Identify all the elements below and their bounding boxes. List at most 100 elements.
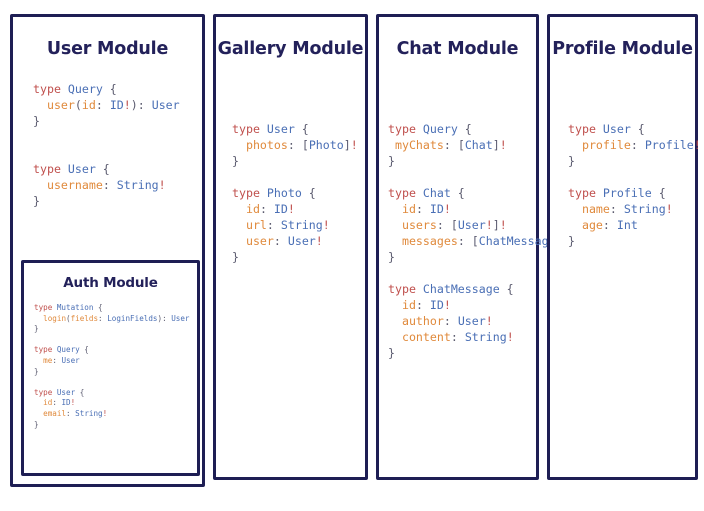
code-token-punc: : xyxy=(287,138,302,152)
code-token-punc: : xyxy=(259,202,274,216)
code-token-punc xyxy=(232,234,246,248)
code-token-bang: ! xyxy=(485,314,493,328)
code-token-punc xyxy=(388,218,402,232)
module-card-gallery[interactable]: Gallery Module type User { photos: [Phot… xyxy=(213,14,368,480)
code-token-punc: : xyxy=(137,98,152,112)
module-card-chat[interactable]: Chat Module type Query { myChats: [Chat]… xyxy=(376,14,570,480)
code-token-punc xyxy=(388,202,402,216)
code-token-field: id xyxy=(245,202,260,216)
code-token-bang: ! xyxy=(315,234,323,248)
code-token-punc xyxy=(232,218,246,232)
code-token-field: fields xyxy=(70,313,99,323)
code-token-type: Int xyxy=(616,218,638,232)
code-token-kw: type xyxy=(33,162,68,176)
code-token-bang: ! xyxy=(322,218,330,232)
code-token-type: Profile xyxy=(644,138,694,152)
code-token-punc xyxy=(34,398,43,407)
code-token-punc: : xyxy=(443,138,458,152)
code-token-punc: [ xyxy=(450,218,458,232)
code-token-punc xyxy=(568,218,582,232)
code-token-punc: : xyxy=(630,138,645,152)
code-token-kw: type xyxy=(388,282,423,296)
code-token-field: url xyxy=(245,218,267,232)
code-token-bang: ! xyxy=(158,178,166,192)
code-token-kw: type xyxy=(232,122,267,136)
code-token-punc: } xyxy=(568,234,575,248)
code-token-punc: } xyxy=(33,194,40,208)
code-token-punc: [ xyxy=(301,138,309,152)
code-token-punc: } xyxy=(33,114,40,128)
code-token-field: user xyxy=(245,234,274,248)
code-token-punc xyxy=(34,356,43,365)
code-token-punc: : xyxy=(102,178,117,192)
code-token-type: Photo xyxy=(266,186,302,200)
module-card-auth[interactable]: Auth Module type Mutation { login(fields… xyxy=(21,260,200,476)
code-token-field: content xyxy=(401,330,451,344)
code-token-type: ID xyxy=(61,398,71,408)
code-token-punc: : xyxy=(52,398,62,408)
code-token-punc: : xyxy=(450,330,465,344)
code-token-punc xyxy=(33,178,47,192)
code-token-punc: : xyxy=(273,234,288,248)
module-title-user: User Module xyxy=(46,39,169,59)
module-card-profile[interactable]: Profile Module type User { profile: Prof… xyxy=(547,14,701,480)
code-token-type: String xyxy=(623,202,666,216)
code-token-field: email xyxy=(43,408,67,418)
code-token-field: messages xyxy=(401,234,458,248)
code-token-type: LoginFields xyxy=(107,313,158,323)
code-token-type: ID xyxy=(429,298,444,312)
code-token-type: User xyxy=(56,387,76,397)
code-token-type: User xyxy=(67,162,96,176)
code-token-punc xyxy=(388,138,395,152)
code-token-punc: : xyxy=(415,298,430,312)
code-token-punc: { xyxy=(457,122,472,136)
code-token-punc: } xyxy=(34,366,39,376)
code-token-field: name xyxy=(581,202,610,216)
code-token-type: ChatMessage xyxy=(422,282,500,296)
code-token-punc: { xyxy=(79,345,89,355)
code-token-bang: ! xyxy=(665,202,673,216)
code-token-punc: : xyxy=(415,202,430,216)
code-token-punc: ( xyxy=(66,313,71,323)
code-token-punc: } xyxy=(232,250,239,264)
code-token-type: ID xyxy=(429,202,444,216)
code-token-bang: ! xyxy=(70,398,76,408)
schema-code-chat: type Query { myChats: [Chat]! } type Cha… xyxy=(388,121,570,361)
code-token-field: me xyxy=(43,355,53,365)
code-token-punc: ) xyxy=(130,98,138,112)
code-token-punc: ] xyxy=(343,138,351,152)
code-token-field: author xyxy=(401,314,444,328)
code-token-punc xyxy=(388,234,402,248)
code-token-kw: type xyxy=(568,122,603,136)
code-token-punc: { xyxy=(75,387,85,397)
code-token-punc xyxy=(33,98,47,112)
code-token-punc: { xyxy=(450,186,465,200)
module-card-user[interactable]: User Module type Query { user(id: ID!): … xyxy=(10,14,205,487)
code-token-type: String xyxy=(464,330,507,344)
code-token-type: Chat xyxy=(464,138,493,152)
code-token-bang: ! xyxy=(350,138,358,152)
module-title-gallery: Gallery Module xyxy=(217,39,364,59)
code-token-type: String xyxy=(116,178,159,192)
code-token-field: id xyxy=(43,398,53,408)
code-token-field: id xyxy=(401,202,416,216)
code-token-punc xyxy=(388,314,402,328)
code-token-type: Chat xyxy=(422,186,451,200)
code-token-field: photos xyxy=(245,138,288,152)
code-token-type: Query xyxy=(56,345,80,355)
code-token-punc xyxy=(388,298,402,312)
code-token-field: age xyxy=(581,218,603,232)
code-token-bang: ! xyxy=(443,298,451,312)
schema-code-user: type Query { user(id: ID!): User } type … xyxy=(33,81,202,209)
module-title-profile: Profile Module xyxy=(552,39,693,59)
code-token-field: users xyxy=(401,218,437,232)
code-token-type: ID xyxy=(109,98,124,112)
code-token-type: Mutation xyxy=(56,303,94,312)
code-token-punc: : xyxy=(66,408,76,418)
code-token-punc: ] xyxy=(492,218,500,232)
code-token-punc xyxy=(34,314,43,323)
code-token-punc: { xyxy=(499,282,514,296)
code-token-type: User xyxy=(602,122,631,136)
code-token-bang: ! xyxy=(102,408,108,418)
code-token-punc: { xyxy=(102,82,117,96)
